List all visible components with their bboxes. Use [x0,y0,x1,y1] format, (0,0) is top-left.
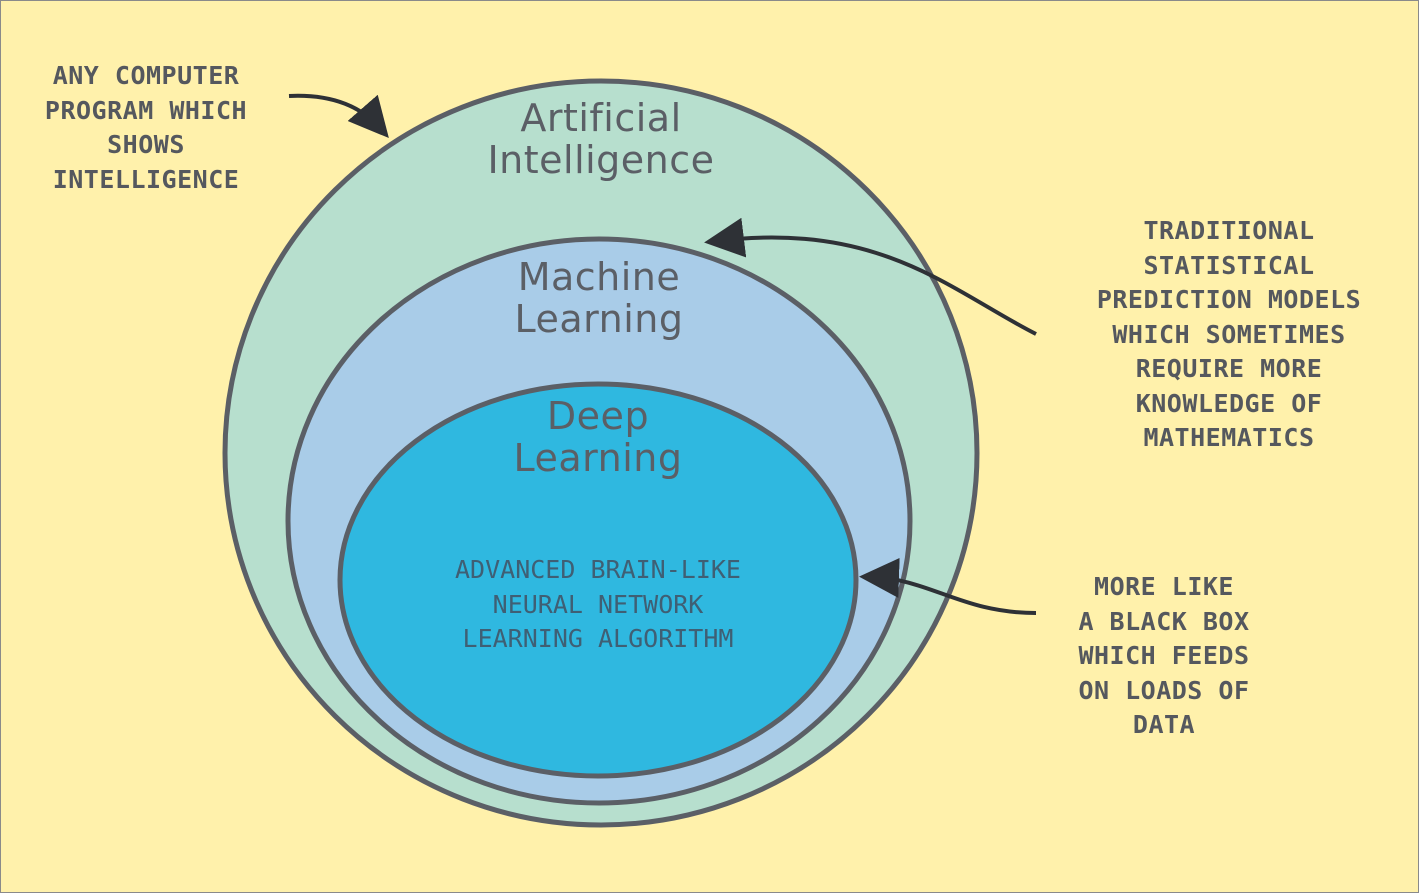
dl-note-line: ON LOADS OF [1078,675,1250,705]
ml-note-line: TRADITIONAL [1143,216,1315,245]
dl-note-line: MORE LIKE [1094,572,1234,601]
ml-note-line: REQUIRE MORE [1135,354,1323,383]
ml-note-line: KNOWLEDGE OF [1135,388,1323,418]
dl-circle [337,381,859,779]
ai-title-line-1: Artificial [520,96,681,140]
dl-title-line-1: Deep [547,394,649,438]
ai-title-line-2: Intelligence [487,138,714,182]
dl-note-arrow [859,557,1037,615]
dl-annotation: MORE LIKE A BLACK BOX WHICH FEEDS ON LOA… [1059,570,1269,743]
ai-note-line: SHOWS [107,130,185,159]
ai-note-line: INTELLIGENCE [52,164,240,194]
ai-annotation: ANY COMPUTER PROGRAM WHICH SHOWS INTELLI… [26,59,266,197]
dl-note-line: WHICH FEEDS [1078,641,1250,670]
ai-note-arrow [288,93,389,139]
dl-description-line: LEARNING ALGORITHM [462,624,734,653]
ml-note-line: MATHEMATICS [1143,423,1315,452]
dl-description: ADVANCED BRAIN-LIKE NEURAL NETWORK LEARN… [428,553,768,657]
ml-note-line: PREDICTION MODELS [1096,285,1362,314]
ml-note-line: STATISTICAL [1143,250,1315,280]
dl-note-line: A BLACK BOX [1078,606,1250,636]
ml-annotation: TRADITIONAL STATISTICAL PREDICTION MODEL… [1079,214,1379,456]
ml-note-line: WHICH SOMETIMES [1112,319,1346,349]
dl-note-line: DATA [1132,710,1196,739]
ml-note-arrow [704,217,1037,336]
ai-note-line: PROGRAM WHICH [44,95,248,125]
ml-title-line-1: Machine [518,255,681,299]
dl-title-line-2: Learning [514,436,683,480]
ml-title-line-2: Learning [515,297,684,341]
ai-note-line: ANY COMPUTER [52,61,240,90]
dl-description-line: ADVANCED BRAIN-LIKE [455,555,741,584]
dl-description-line: NEURAL NETWORK [492,589,704,619]
